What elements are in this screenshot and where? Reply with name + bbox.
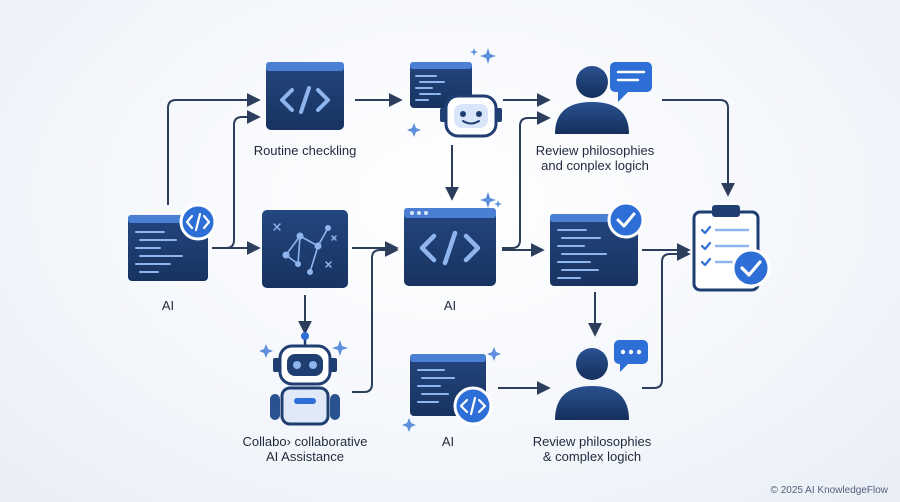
label-routine-checking: Routine checkling	[253, 143, 357, 158]
code-brackets-icon	[280, 86, 330, 114]
label-ai-bottom: AI	[441, 434, 455, 449]
robot-assistant	[270, 332, 340, 426]
chat-bubble-icon	[610, 62, 652, 102]
sparkle-icon	[480, 48, 496, 64]
arrow-center-up	[502, 111, 551, 249]
code-check	[550, 201, 645, 286]
label-ai-center: AI	[443, 298, 457, 313]
reviewer-top	[555, 62, 652, 134]
ai-laptop-left	[128, 203, 217, 281]
label-review-bottom: Review philosophies & complex logich	[532, 434, 652, 464]
network-graph	[262, 210, 348, 288]
reviewer-bottom	[555, 340, 648, 420]
arrow-robot-up	[352, 243, 399, 393]
ai-laptop-bottom	[410, 354, 493, 426]
copyright-text: © 2025 AI KnowledgeFlow	[770, 485, 888, 496]
label-ai-left: AI	[161, 298, 175, 313]
code-window-badge-icon	[179, 203, 217, 241]
network-graph-icon	[273, 223, 337, 275]
label-collaborative-ai: Collabo› collaborative AI Assistance	[242, 434, 368, 464]
sparkle-icon	[332, 340, 348, 356]
code-window-top	[266, 62, 344, 130]
clipboard-check-icon	[692, 205, 771, 292]
code-window-center	[404, 208, 496, 286]
sparkle-icon	[407, 123, 421, 137]
sparkle-icon	[402, 418, 416, 432]
code-brackets-icon	[419, 230, 481, 266]
sparkle-icon	[470, 48, 478, 56]
clipboard	[692, 205, 771, 292]
robot-head-icon	[440, 94, 502, 138]
sparkle-icon	[480, 192, 496, 208]
chat-bot	[410, 62, 502, 138]
sparkle-icon	[494, 200, 502, 208]
arrow-left-to-top	[167, 93, 261, 205]
sparkles	[259, 48, 502, 432]
code-window-badge-icon	[453, 386, 493, 426]
arrow-reviewer-top-to-clip	[662, 99, 735, 197]
sparkle-icon	[259, 344, 273, 358]
connectors	[167, 93, 735, 395]
robot-icon	[270, 332, 340, 426]
check-badge-icon	[607, 201, 645, 239]
label-review-top: Review philosophies and conplex logich	[535, 143, 655, 173]
chat-bubble-icon	[614, 340, 648, 372]
sparkle-icon	[487, 347, 501, 361]
arrow-reviewer-bottom-up	[642, 247, 691, 389]
arrow-left-to-middle	[212, 110, 261, 249]
